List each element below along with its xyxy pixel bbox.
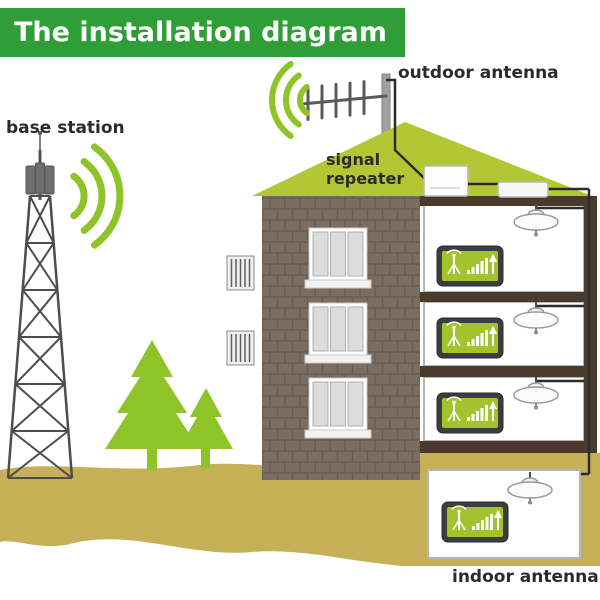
signal-waves-icon bbox=[269, 61, 310, 139]
window bbox=[304, 227, 372, 289]
power-supply-box bbox=[497, 181, 549, 198]
antenna-cable bbox=[386, 78, 425, 179]
base-station-tower-icon bbox=[6, 131, 74, 479]
signal-repeater-label-line1: signal bbox=[326, 150, 381, 169]
signal-repeater-label: signal repeater bbox=[326, 150, 404, 188]
window bbox=[304, 302, 372, 364]
balcony-railing bbox=[226, 255, 255, 291]
phone-icon bbox=[436, 245, 504, 287]
floor-slab bbox=[420, 196, 597, 453]
window bbox=[304, 377, 372, 439]
balcony-railing bbox=[226, 330, 255, 366]
phone-icon bbox=[436, 317, 504, 359]
base-station-label: base station bbox=[6, 118, 125, 138]
outdoor-antenna-icon bbox=[300, 80, 388, 121]
phone-icon bbox=[441, 501, 509, 543]
right-wall bbox=[584, 196, 597, 453]
indoor-antenna-label: indoor antenna bbox=[452, 567, 599, 587]
outdoor-antenna-label: outdoor antenna bbox=[398, 63, 559, 83]
phone-icon bbox=[436, 392, 504, 434]
distribution-cable bbox=[468, 182, 591, 476]
signal-waves-icon bbox=[70, 143, 124, 249]
page-title: The installation diagram bbox=[0, 8, 405, 57]
tree-icon bbox=[179, 388, 233, 468]
tree-icon bbox=[105, 340, 199, 470]
signal-repeater-box bbox=[423, 165, 469, 197]
roof bbox=[252, 122, 592, 196]
signal-repeater-label-line2: repeater bbox=[326, 169, 405, 188]
